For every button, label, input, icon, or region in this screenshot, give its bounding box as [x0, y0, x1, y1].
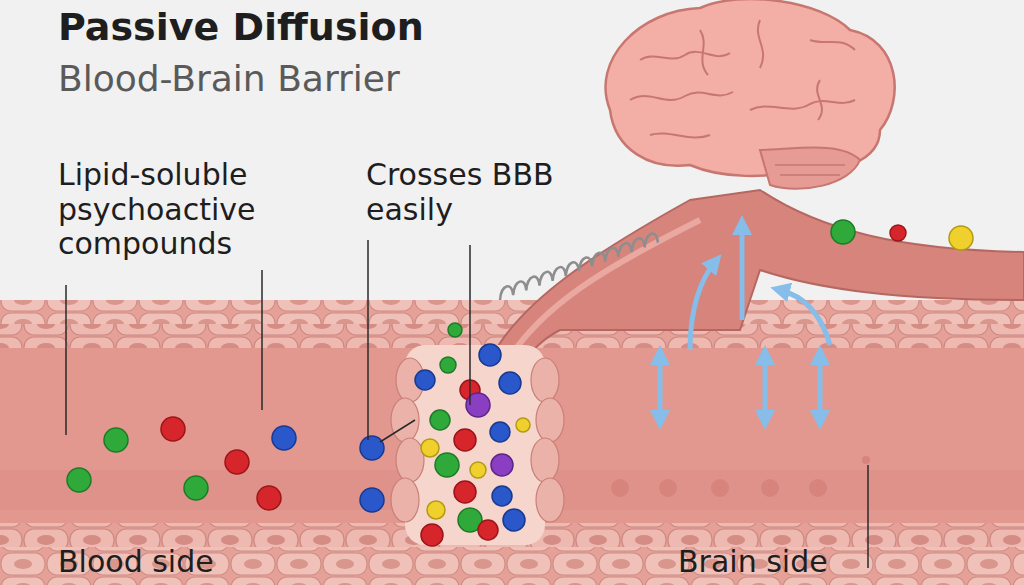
side-label: Blood side	[58, 545, 358, 580]
callout-text: Lipid-soluble psychoactive compounds	[58, 158, 328, 262]
diagram-title: Passive Diffusion	[58, 6, 578, 50]
callout-text: Crosses BBB easily	[366, 158, 636, 227]
subtitle: Blood-Brain Barrier	[58, 58, 578, 99]
side-label: Brain side	[678, 545, 978, 580]
